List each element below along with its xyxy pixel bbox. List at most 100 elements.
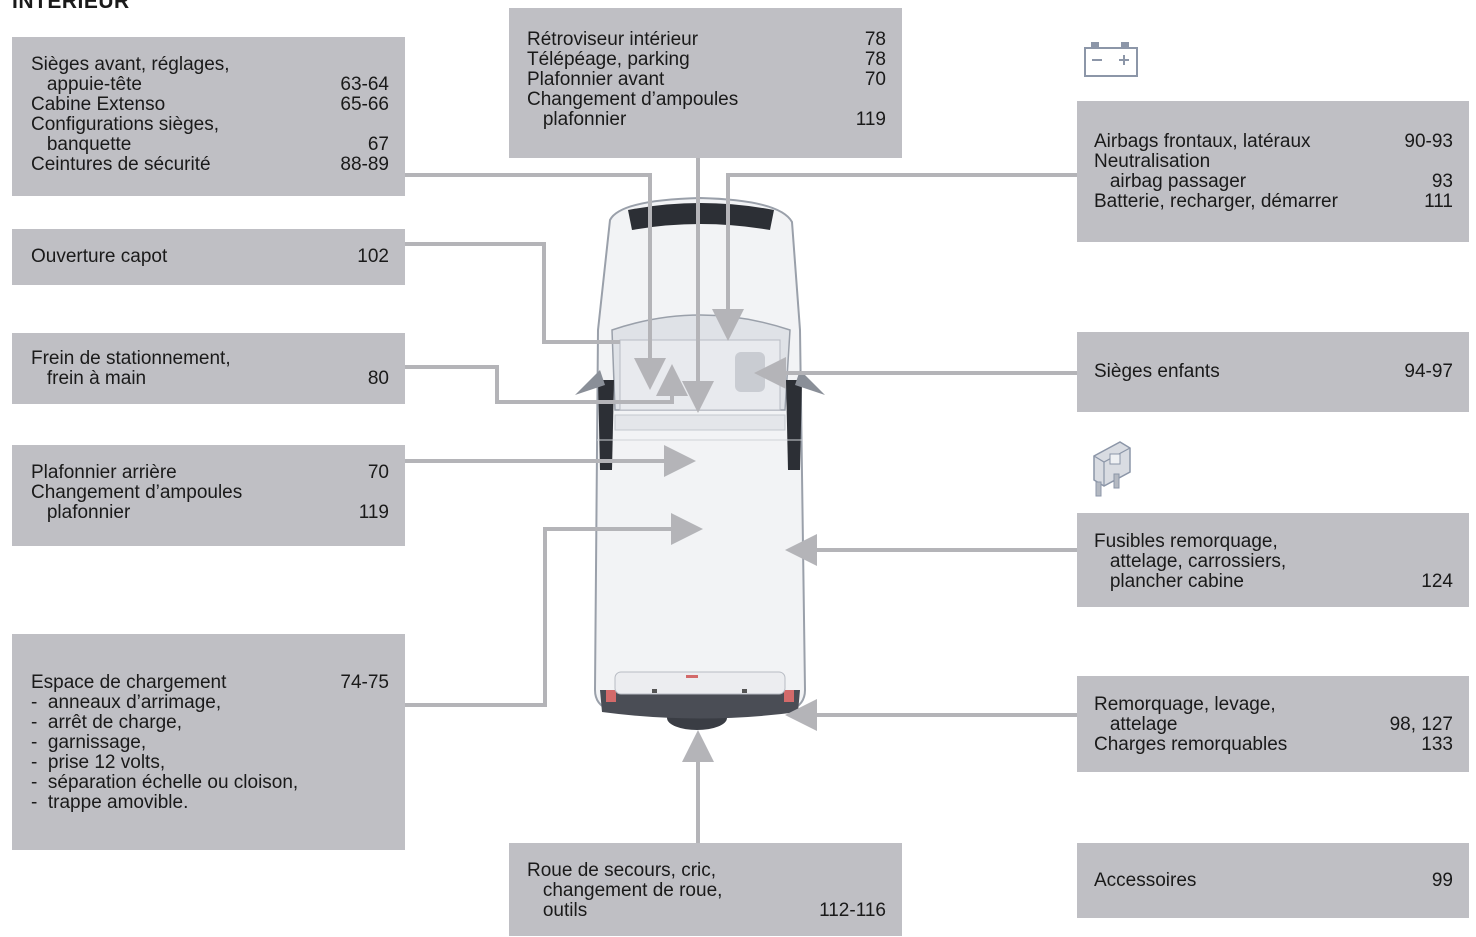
entry-label: Frein de stationnement, (31, 348, 231, 369)
entry-page-number: 124 (1421, 571, 1453, 592)
entry-label: Airbags frontaux, latéraux (1094, 131, 1311, 152)
entry-label: Changement d’ampoules (31, 482, 243, 503)
index-entry: Ouverture capot 102 (31, 247, 389, 267)
entry-label: changement de roue, (527, 880, 723, 901)
entry-label: appuie-tête (31, 74, 142, 95)
index-entry: banquette 67 (31, 135, 389, 155)
entry-label: Configurations sièges, (31, 114, 219, 135)
entry-label: Batterie, recharger, démarrer (1094, 191, 1338, 212)
index-entry: plafonnier 119 (31, 503, 389, 523)
entry-page-number: 98, 127 (1389, 714, 1453, 735)
entry-label: banquette (31, 134, 132, 155)
entry-label: plafonnier (31, 502, 131, 523)
entry-label: Ouverture capot (31, 246, 168, 267)
fuses-box: Fusibles remorquage, attelage, carrossie… (1077, 513, 1469, 607)
entry-label: Espace de chargement (31, 672, 227, 693)
bonnet-box: Ouverture capot 102 (12, 229, 405, 285)
entry-label: - garnissage, (31, 732, 147, 753)
index-entry: Roue de secours, cric, (527, 861, 886, 881)
index-entry: Cabine Extenso 65-66 (31, 95, 389, 115)
entry-page-number: 67 (367, 134, 389, 155)
index-entry: Plafonnier arrière 70 (31, 463, 389, 483)
entry-label: Sièges avant, réglages, (31, 54, 230, 75)
index-entry: outils 112-116 (527, 901, 886, 921)
accessories-box: Accessoires 99 (1077, 843, 1469, 918)
entry-label: Accessoires (1094, 870, 1197, 891)
entry-page-number: 88-89 (340, 154, 389, 175)
entry-page-number: 93 (1431, 171, 1453, 192)
index-entry: plancher cabine 124 (1094, 572, 1453, 592)
entry-page-number: 90-93 (1404, 131, 1453, 152)
entry-page-number: 133 (1421, 734, 1453, 755)
page-title: INTÉRIEUR (12, 0, 130, 13)
index-entry: Neutralisation (1094, 152, 1453, 172)
index-entry: - prise 12 volts, (31, 753, 389, 773)
entry-label: Rétroviseur intérieur (527, 29, 699, 50)
entry-label: attelage (1094, 714, 1178, 735)
index-entry: Accessoires 99 (1094, 871, 1453, 891)
entry-label: - anneaux d’arrimage, (31, 692, 222, 713)
index-entry: - arrêt de charge, (31, 713, 389, 733)
entry-label: - prise 12 volts, (31, 752, 166, 773)
entry-page-number: 102 (357, 246, 389, 267)
entry-page-number: 94-97 (1404, 361, 1453, 382)
index-entry: Changement d’ampoules (527, 90, 886, 110)
entry-label: Neutralisation (1094, 151, 1211, 172)
entry-label: Changement d’ampoules (527, 89, 739, 110)
entry-label: plancher cabine (1094, 571, 1244, 592)
entry-label: - trappe amovible. (31, 792, 189, 813)
entry-label: Plafonnier arrière (31, 462, 177, 483)
index-entry: attelage 98, 127 (1094, 715, 1453, 735)
entry-page-number: 80 (367, 368, 389, 389)
entry-label: - séparation échelle ou cloison, (31, 772, 299, 793)
index-entry: changement de roue, (527, 881, 886, 901)
entry-label: attelage, carrossiers, (1094, 551, 1287, 572)
entry-label: plafonnier (527, 109, 627, 130)
index-entry: Airbags frontaux, latéraux 90-93 (1094, 132, 1453, 152)
entry-page-number: 70 (864, 69, 886, 90)
entry-label: Roue de secours, cric, (527, 860, 717, 881)
entry-page-number: 70 (367, 462, 389, 483)
cargo-box: Espace de chargement 74-75 - anneaux d’arr… (12, 634, 405, 850)
entry-page-number: 119 (358, 502, 389, 523)
entry-page-number: 112-116 (819, 900, 886, 921)
entry-page-number: 119 (855, 109, 886, 130)
entry-label: - arrêt de charge, (31, 712, 183, 733)
index-entry: Plafonnier avant 70 (527, 70, 886, 90)
index-entry: Changement d’ampoules (31, 483, 389, 503)
entry-label: Cabine Extenso (31, 94, 166, 115)
spare-wheel-box: Roue de secours, cric, changement de rou… (509, 843, 902, 936)
entry-page-number: 74-75 (340, 672, 389, 693)
entry-label: Ceintures de sécurité (31, 154, 211, 175)
entry-label: Plafonnier avant (527, 69, 665, 90)
fuse-icon (1093, 441, 1131, 497)
index-entry: Configurations sièges, (31, 115, 389, 135)
index-entry: attelage, carrossiers, (1094, 552, 1453, 572)
index-entry: Fusibles remorquage, (1094, 532, 1453, 552)
index-entry: Espace de chargement 74-75 (31, 673, 389, 693)
entry-page-number: 65-66 (340, 94, 389, 115)
van-top-view-illustration (575, 196, 825, 730)
entry-label: Remorquage, levage, (1094, 694, 1276, 715)
entry-label: outils (527, 900, 588, 921)
index-entry: Sièges avant, réglages, (31, 55, 389, 75)
entry-label: airbag passager (1094, 171, 1247, 192)
index-entry: airbag passager 93 (1094, 172, 1453, 192)
index-entry: Remorquage, levage, (1094, 695, 1453, 715)
battery-icon (1084, 42, 1138, 77)
entry-label: Fusibles remorquage, (1094, 531, 1278, 552)
entry-page-number: 99 (1431, 870, 1453, 891)
